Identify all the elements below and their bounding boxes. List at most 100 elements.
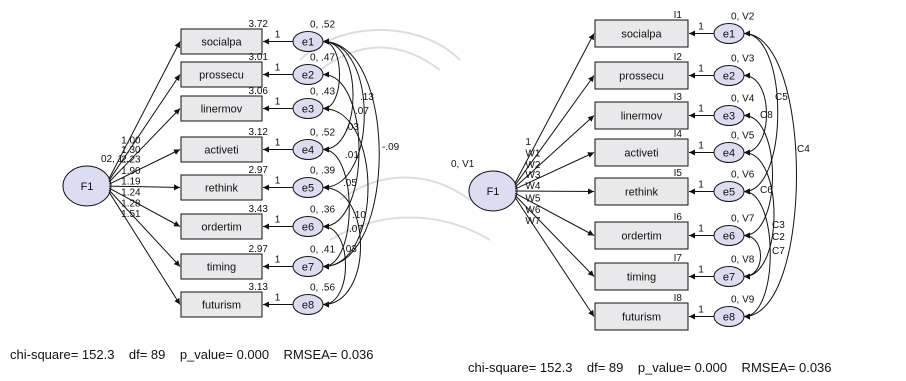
covariance-arc bbox=[322, 38, 380, 270]
covariance-label: .07 bbox=[355, 106, 369, 117]
error-variance-label: 0, .36 bbox=[310, 205, 335, 216]
error-term-label: e4 bbox=[302, 145, 314, 157]
loading-label: W3 bbox=[525, 170, 540, 181]
error-path-weight: 1 bbox=[698, 305, 704, 316]
covariance-arc bbox=[743, 188, 771, 320]
error-term-label: e3 bbox=[302, 104, 314, 116]
loading-path-arrow bbox=[108, 41, 181, 180]
loading-label: 1 bbox=[525, 137, 531, 148]
observed-variable-box bbox=[180, 61, 263, 88]
covariance-label: .05 bbox=[343, 178, 357, 189]
loading-path-arrow bbox=[514, 152, 595, 190]
covariance-arc bbox=[322, 105, 369, 270]
covariance-label: C5 bbox=[775, 92, 788, 103]
observed-variable-box bbox=[594, 262, 689, 291]
intercept-label: 3.01 bbox=[249, 52, 269, 63]
error-term-label: e8 bbox=[302, 300, 314, 312]
loading-label: W4 bbox=[525, 181, 540, 192]
observed-variable-box bbox=[594, 221, 689, 250]
covariance-label: .03 bbox=[345, 122, 359, 133]
latent-variance-label: 02, 1... bbox=[101, 154, 132, 165]
intercept-label: I6 bbox=[674, 212, 683, 223]
observed-variable-box bbox=[180, 136, 263, 163]
covariance-arc bbox=[743, 30, 779, 195]
error-variance-label: 0, .52 bbox=[310, 128, 335, 139]
observed-variable-label: socialpa bbox=[201, 37, 242, 49]
intercept-label: 3.06 bbox=[249, 86, 269, 97]
error-term-label: e6 bbox=[723, 231, 735, 243]
error-path-weight: 1 bbox=[698, 64, 704, 75]
loading-label: 2.23 bbox=[121, 154, 141, 165]
error-variance-label: 0, .43 bbox=[310, 87, 335, 98]
loading-path-arrow bbox=[108, 74, 181, 181]
covariance-label: C6 bbox=[760, 185, 773, 196]
observed-variable-label: prossecu bbox=[199, 70, 244, 82]
loading-path-arrow bbox=[514, 192, 595, 236]
intercept-label: I4 bbox=[674, 129, 683, 140]
loading-label: 1.30 bbox=[121, 145, 141, 156]
loading-label: 1.00 bbox=[121, 136, 141, 147]
observed-variable-label: futurism bbox=[202, 300, 241, 312]
observed-variable-label: linermov bbox=[621, 111, 663, 123]
error-path-weight: 1 bbox=[698, 180, 704, 191]
error-term-label: e6 bbox=[302, 222, 314, 234]
intercept-label: 2.97 bbox=[249, 165, 269, 176]
loading-label: 1.90 bbox=[121, 166, 141, 177]
error-path-weight: 1 bbox=[275, 215, 281, 226]
error-path-weight: 1 bbox=[698, 22, 704, 33]
covariance-label: C7 bbox=[772, 246, 785, 257]
observed-variable-box bbox=[594, 177, 689, 206]
error-term-label: e7 bbox=[302, 262, 314, 274]
error-term-label: e8 bbox=[723, 312, 735, 324]
covariance-label: .13 bbox=[360, 92, 374, 103]
error-variance-label: 0, V8 bbox=[731, 255, 755, 266]
covariance-label: C3 bbox=[772, 220, 785, 231]
loading-label: W5 bbox=[525, 193, 540, 204]
observed-variable-label: linermov bbox=[201, 104, 243, 116]
loading-path-arrow bbox=[108, 108, 181, 183]
left-fit-statistics: chi-square= 152.3 df= 89 p_value= 0.000 … bbox=[10, 347, 374, 362]
error-path-weight: 1 bbox=[275, 97, 281, 108]
observed-variable-box bbox=[594, 101, 689, 130]
latent-factor-label: F1 bbox=[487, 186, 500, 198]
error-term-label: e5 bbox=[302, 183, 314, 195]
intercept-label: 3.43 bbox=[249, 204, 269, 215]
loading-path-arrow bbox=[108, 191, 181, 305]
error-term-label: e5 bbox=[723, 187, 735, 199]
observed-variable-label: activeti bbox=[204, 145, 238, 157]
observed-variable-label: futurism bbox=[622, 312, 661, 324]
loading-label: 1.19 bbox=[121, 176, 141, 187]
loading-path-arrow bbox=[108, 187, 181, 227]
covariance-arc bbox=[743, 149, 775, 280]
error-path-weight: 1 bbox=[275, 255, 281, 266]
error-term-label: e2 bbox=[723, 71, 735, 83]
intercept-label: 3.13 bbox=[249, 282, 269, 293]
loading-path-arrow bbox=[514, 194, 595, 277]
loading-label: 1.51 bbox=[121, 209, 141, 220]
intercept-label: 3.72 bbox=[249, 19, 269, 30]
intercept-label: I5 bbox=[674, 168, 683, 179]
error-variance-label: 0, .52 bbox=[310, 20, 335, 31]
observed-variable-box bbox=[594, 138, 689, 167]
error-variance-label: 0, V6 bbox=[731, 170, 755, 181]
loading-path-arrow bbox=[514, 115, 595, 188]
observed-variable-label: socialpa bbox=[621, 29, 662, 41]
error-variance-label: 0, .41 bbox=[310, 245, 335, 256]
covariance-arc bbox=[322, 223, 346, 308]
observed-variable-label: prossecu bbox=[619, 71, 664, 83]
covariance-arc bbox=[322, 38, 354, 153]
observed-variable-box bbox=[180, 213, 263, 240]
error-variance-label: 0, .39 bbox=[310, 166, 335, 177]
covariance-arc bbox=[322, 38, 365, 191]
error-term-label: e7 bbox=[723, 272, 735, 284]
error-term-label: e1 bbox=[723, 29, 735, 41]
loading-label: W6 bbox=[525, 205, 540, 216]
intercept-label: I1 bbox=[674, 10, 683, 21]
error-variance-label: 0, V4 bbox=[731, 94, 755, 105]
error-path-weight: 1 bbox=[275, 176, 281, 187]
loading-label: 1.28 bbox=[121, 199, 141, 210]
covariance-arc bbox=[322, 71, 360, 230]
error-path-weight: 1 bbox=[275, 63, 281, 74]
error-term-label: e3 bbox=[723, 111, 735, 123]
latent-factor-label: F1 bbox=[81, 181, 94, 193]
